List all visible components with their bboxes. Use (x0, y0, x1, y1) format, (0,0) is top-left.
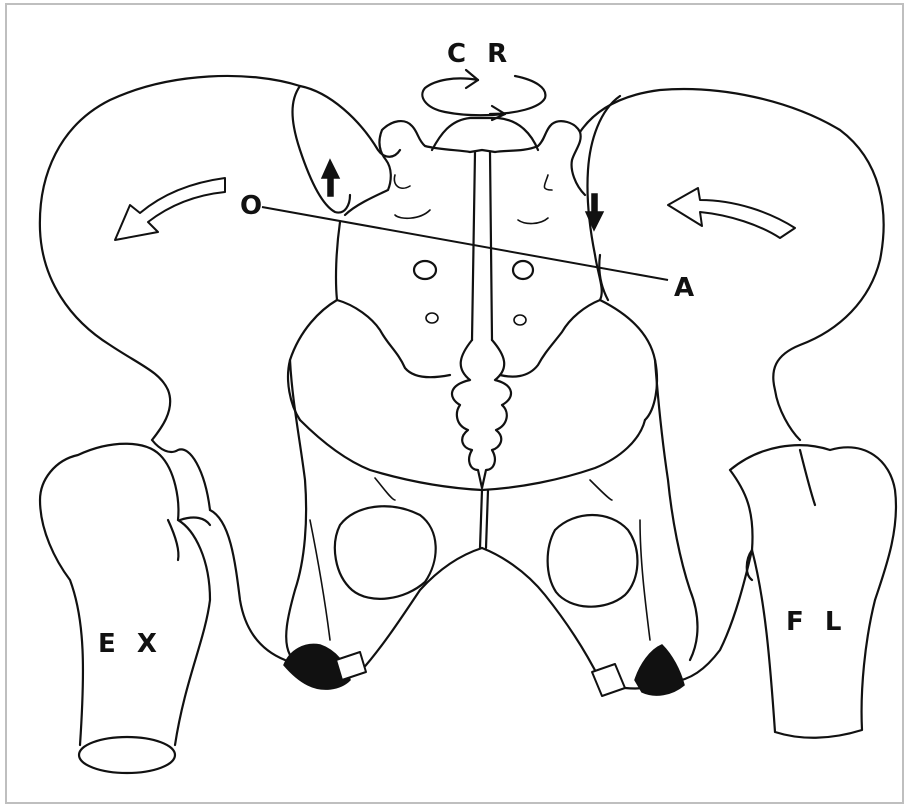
right-ilium-arrow (668, 188, 795, 238)
foramen-left-4 (426, 313, 438, 323)
foramen-left-2 (395, 210, 430, 218)
left-ischial-line (310, 520, 330, 640)
left-si-joint (336, 222, 340, 300)
right-pubic-line (590, 480, 612, 500)
rotation-arrow-icon (422, 78, 505, 115)
left-joint-arrow (322, 160, 339, 196)
foramen-right-2 (518, 218, 548, 224)
left-femur-shaft-end (79, 737, 175, 773)
foramen-right-1 (544, 175, 552, 190)
label-axis-end: A (674, 273, 700, 303)
right-marker-white (592, 664, 625, 696)
left-femur (40, 444, 210, 745)
left-ilium-rim (293, 86, 351, 213)
label-right-femur: F L (786, 607, 847, 637)
sacral-promontory (432, 118, 538, 150)
label-left-femur: E X (98, 629, 163, 659)
foramen-left-3 (414, 261, 436, 279)
label-rotation: C R (447, 39, 513, 69)
left-pubic-line (375, 478, 395, 500)
foramen-left-1 (394, 175, 410, 188)
right-femur-neck (747, 450, 815, 580)
right-ilium (580, 89, 884, 440)
foramen-right-3 (513, 261, 533, 279)
sacrum-lower (337, 300, 600, 377)
right-ischial-line (640, 520, 650, 640)
left-ilium-arrow (115, 178, 225, 240)
coccyx (452, 340, 511, 488)
sacrum-outline (345, 121, 585, 215)
left-marker-white (336, 652, 366, 680)
right-ischium (655, 360, 752, 682)
foramen-right-4 (514, 315, 526, 325)
label-origin: O (240, 191, 268, 221)
pubic-symphysis (480, 490, 488, 548)
left-femur-neck (168, 518, 210, 560)
rotation-arrow-icon-lower (490, 76, 545, 114)
right-obturator (548, 515, 638, 607)
right-femur (730, 445, 896, 738)
left-obturator (335, 506, 436, 599)
right-marker-black (635, 645, 684, 695)
pelvic-brim (300, 420, 645, 490)
axis-line (262, 207, 668, 280)
left-ilium (40, 76, 400, 510)
